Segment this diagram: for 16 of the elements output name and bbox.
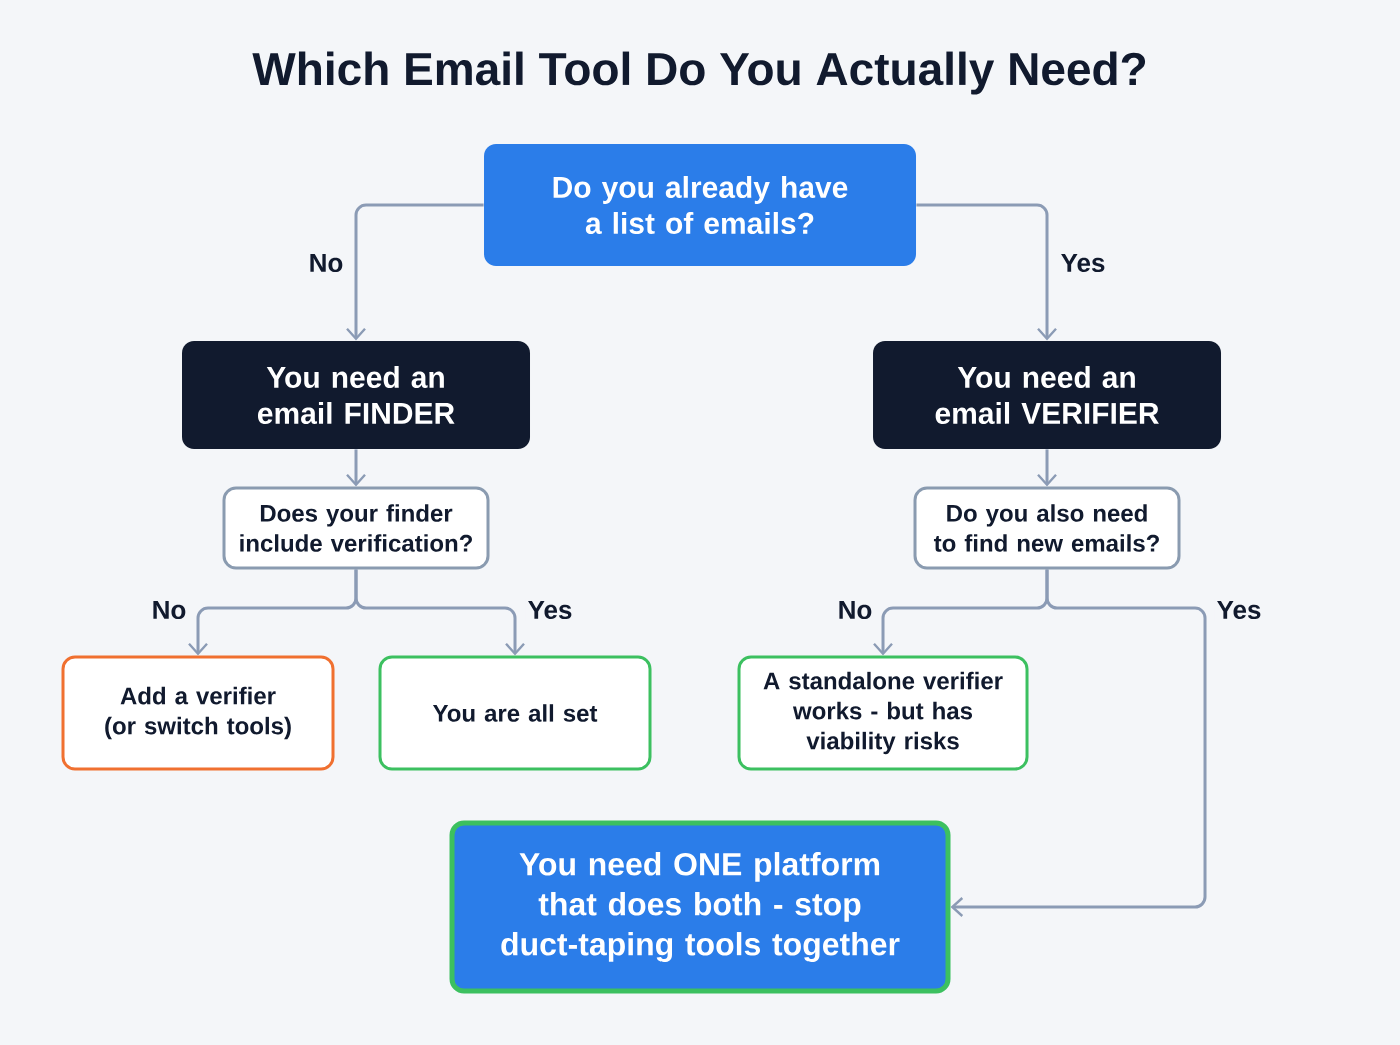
final-box: You need ONE platform that does both - stop duct-taping tools together <box>449 820 951 994</box>
result-box: You need an email VERIFIER <box>873 341 1221 449</box>
question-box: Do you already have a list of emails? <box>484 144 916 266</box>
arrow <box>950 569 1207 917</box>
question-box: Do you also need to find new emails? <box>913 486 1181 570</box>
question-box: Does your finder include verification? <box>222 486 490 570</box>
outcome-box: You are all set <box>378 655 652 771</box>
arrow <box>916 203 1057 341</box>
arrow <box>346 203 484 341</box>
title: Which Email Tool Do You Actually Need? <box>252 51 1146 95</box>
arrow <box>346 449 366 487</box>
outcome-box: Add a verifier (or switch tools) <box>61 655 335 771</box>
arrow <box>1037 449 1057 487</box>
outcome-box: A standalone verifier works - but has viability risks <box>737 655 1029 771</box>
result-box: You need an email FINDER <box>182 341 530 449</box>
arrow <box>354 569 525 656</box>
